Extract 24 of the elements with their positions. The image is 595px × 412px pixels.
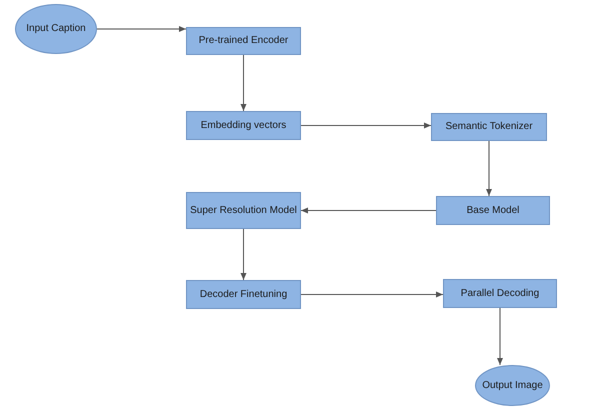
arrow	[240, 228, 246, 280]
arrow	[300, 208, 436, 214]
arrow	[300, 292, 444, 298]
node-text: Decoder Finetuning	[200, 288, 288, 300]
node-text: Embedding vectors	[200, 120, 286, 132]
process-box	[431, 113, 547, 141]
process-box	[186, 192, 301, 229]
arrow	[486, 140, 492, 196]
node-text: Parallel Decoding	[460, 288, 540, 300]
node-text: Base Model	[466, 204, 520, 216]
arrow	[497, 308, 503, 366]
node-text: Super Resolution Model	[190, 204, 297, 216]
node-text: Output Image	[482, 380, 543, 392]
process-box	[186, 280, 301, 309]
process-box	[186, 27, 301, 55]
node-text: Semantic Tokenizer	[445, 121, 533, 133]
process-box	[436, 196, 550, 225]
process-box	[443, 279, 557, 308]
node-text: Input Caption	[26, 23, 86, 35]
node-text: Pre-trained Encoder	[198, 35, 288, 47]
arrow	[240, 54, 246, 112]
arrow	[96, 26, 186, 32]
arrow	[300, 122, 432, 128]
process-box	[186, 111, 301, 140]
